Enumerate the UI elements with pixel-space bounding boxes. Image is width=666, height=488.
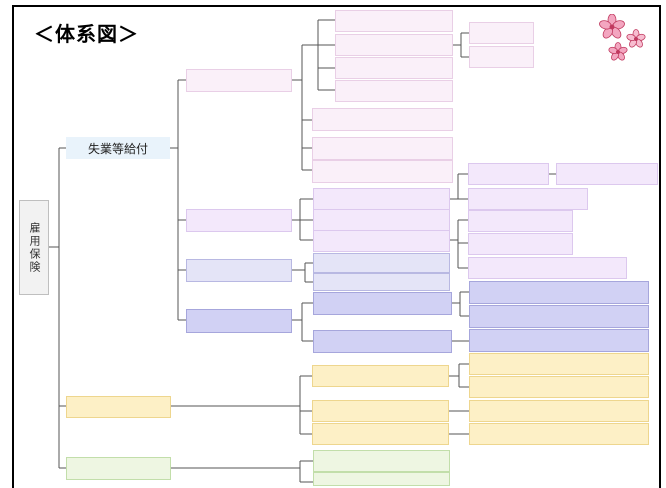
page-frame: [12, 5, 661, 488]
node-yellow-b2: [469, 376, 649, 398]
node-level2-blue-purple: [186, 309, 292, 333]
node-blue-b1: [469, 281, 649, 304]
node-shitsugyo-kyufu: 失業等給付: [66, 137, 170, 159]
node-lavender-c2: [468, 233, 573, 255]
node-blue-b2: [469, 305, 649, 328]
node-level2-periwinkle: [186, 259, 292, 282]
node-yellow-b1: [469, 353, 649, 375]
root-node-label: 雇用保険: [28, 221, 41, 274]
node-lavender-b3: [468, 188, 588, 210]
node-blue-b3: [469, 329, 649, 352]
node-lavender-a1: [313, 188, 450, 210]
node-yellow-a1: [312, 365, 449, 387]
node-shitsugyo-kyufu-label: 失業等給付: [87, 141, 148, 156]
node-yellow-b4: [469, 423, 649, 445]
node-pink-b1: [469, 22, 534, 44]
node-blue-a1: [313, 292, 452, 315]
node-lavender-a2: [313, 209, 450, 231]
node-lavender-c3: [468, 257, 627, 279]
node-pink-a1: [335, 10, 453, 32]
node-yellow-a3: [312, 423, 449, 445]
page-title: ＜体系図＞: [34, 22, 139, 46]
node-green-a1: [313, 450, 450, 472]
node-pink-a4: [335, 80, 453, 102]
node-lavender-b1: [468, 163, 549, 185]
node-lavender-a3: [313, 230, 450, 252]
node-level1-green: [66, 457, 171, 480]
node-periwinkle-a1: [313, 253, 450, 273]
node-green-a2: [313, 472, 450, 486]
node-pink-a3: [335, 57, 453, 79]
node-pink-c3: [312, 160, 453, 183]
node-lavender-b2: [556, 163, 658, 185]
node-yellow-a2: [312, 400, 449, 422]
node-yellow-b3: [469, 400, 649, 422]
node-pink-c2: [312, 137, 453, 160]
root-node-koyo-hoken: 雇用保険: [19, 200, 49, 295]
cherry-blossom-icon: [599, 14, 646, 61]
node-level1-yellow: [66, 396, 171, 418]
node-blue-a2: [313, 330, 452, 353]
node-lavender-c1: [468, 210, 573, 232]
node-pink-b2: [469, 46, 534, 68]
node-periwinkle-a2: [313, 273, 450, 291]
node-level2-pink: [186, 69, 292, 92]
node-pink-a2: [335, 34, 453, 56]
node-level2-lavender: [186, 209, 292, 232]
node-pink-c1: [312, 108, 453, 131]
